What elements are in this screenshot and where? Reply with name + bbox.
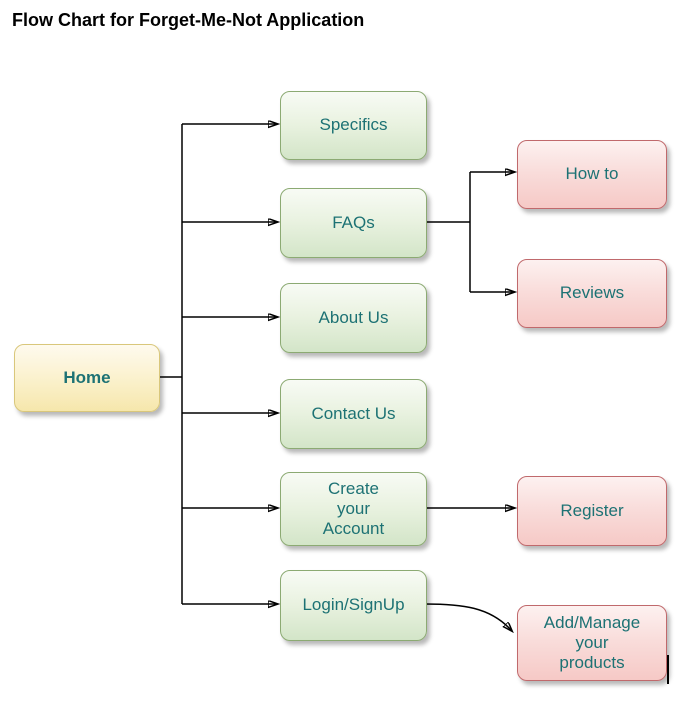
node-register-label: Register (560, 500, 624, 520)
node-about-us: About Us (280, 283, 427, 353)
node-about-us-label: About Us (318, 307, 389, 327)
node-contact-us: Contact Us (280, 379, 427, 449)
node-create-your-account: Create your Account (280, 472, 427, 546)
connector-login-addmanage (424, 603, 511, 630)
node-how-to: How to (517, 140, 667, 209)
node-reviews-label: Reviews (559, 283, 625, 303)
node-login-signup-label: Login/SignUp (302, 595, 405, 615)
node-home: Home (14, 344, 160, 412)
node-contact-us-label: Contact Us (311, 403, 396, 423)
node-faqs-label: FAQs (332, 212, 375, 232)
node-how-to-label: How to (565, 164, 619, 184)
node-specifics: Specifics (280, 91, 427, 160)
node-add-manage-products-label: Add/Manage your products (543, 612, 641, 673)
node-reviews: Reviews (517, 259, 667, 328)
node-register: Register (517, 476, 667, 546)
page-title: Flow Chart for Forget-Me-Not Application (12, 10, 365, 30)
node-faqs: FAQs (280, 188, 427, 258)
node-home-label: Home (63, 367, 111, 387)
node-create-your-account-label: Create your Account (322, 478, 385, 539)
text-cursor (667, 655, 669, 684)
node-specifics-label: Specifics (319, 115, 388, 135)
node-login-signup: Login/SignUp (280, 570, 427, 641)
node-add-manage-products: Add/Manage your products (517, 605, 667, 681)
